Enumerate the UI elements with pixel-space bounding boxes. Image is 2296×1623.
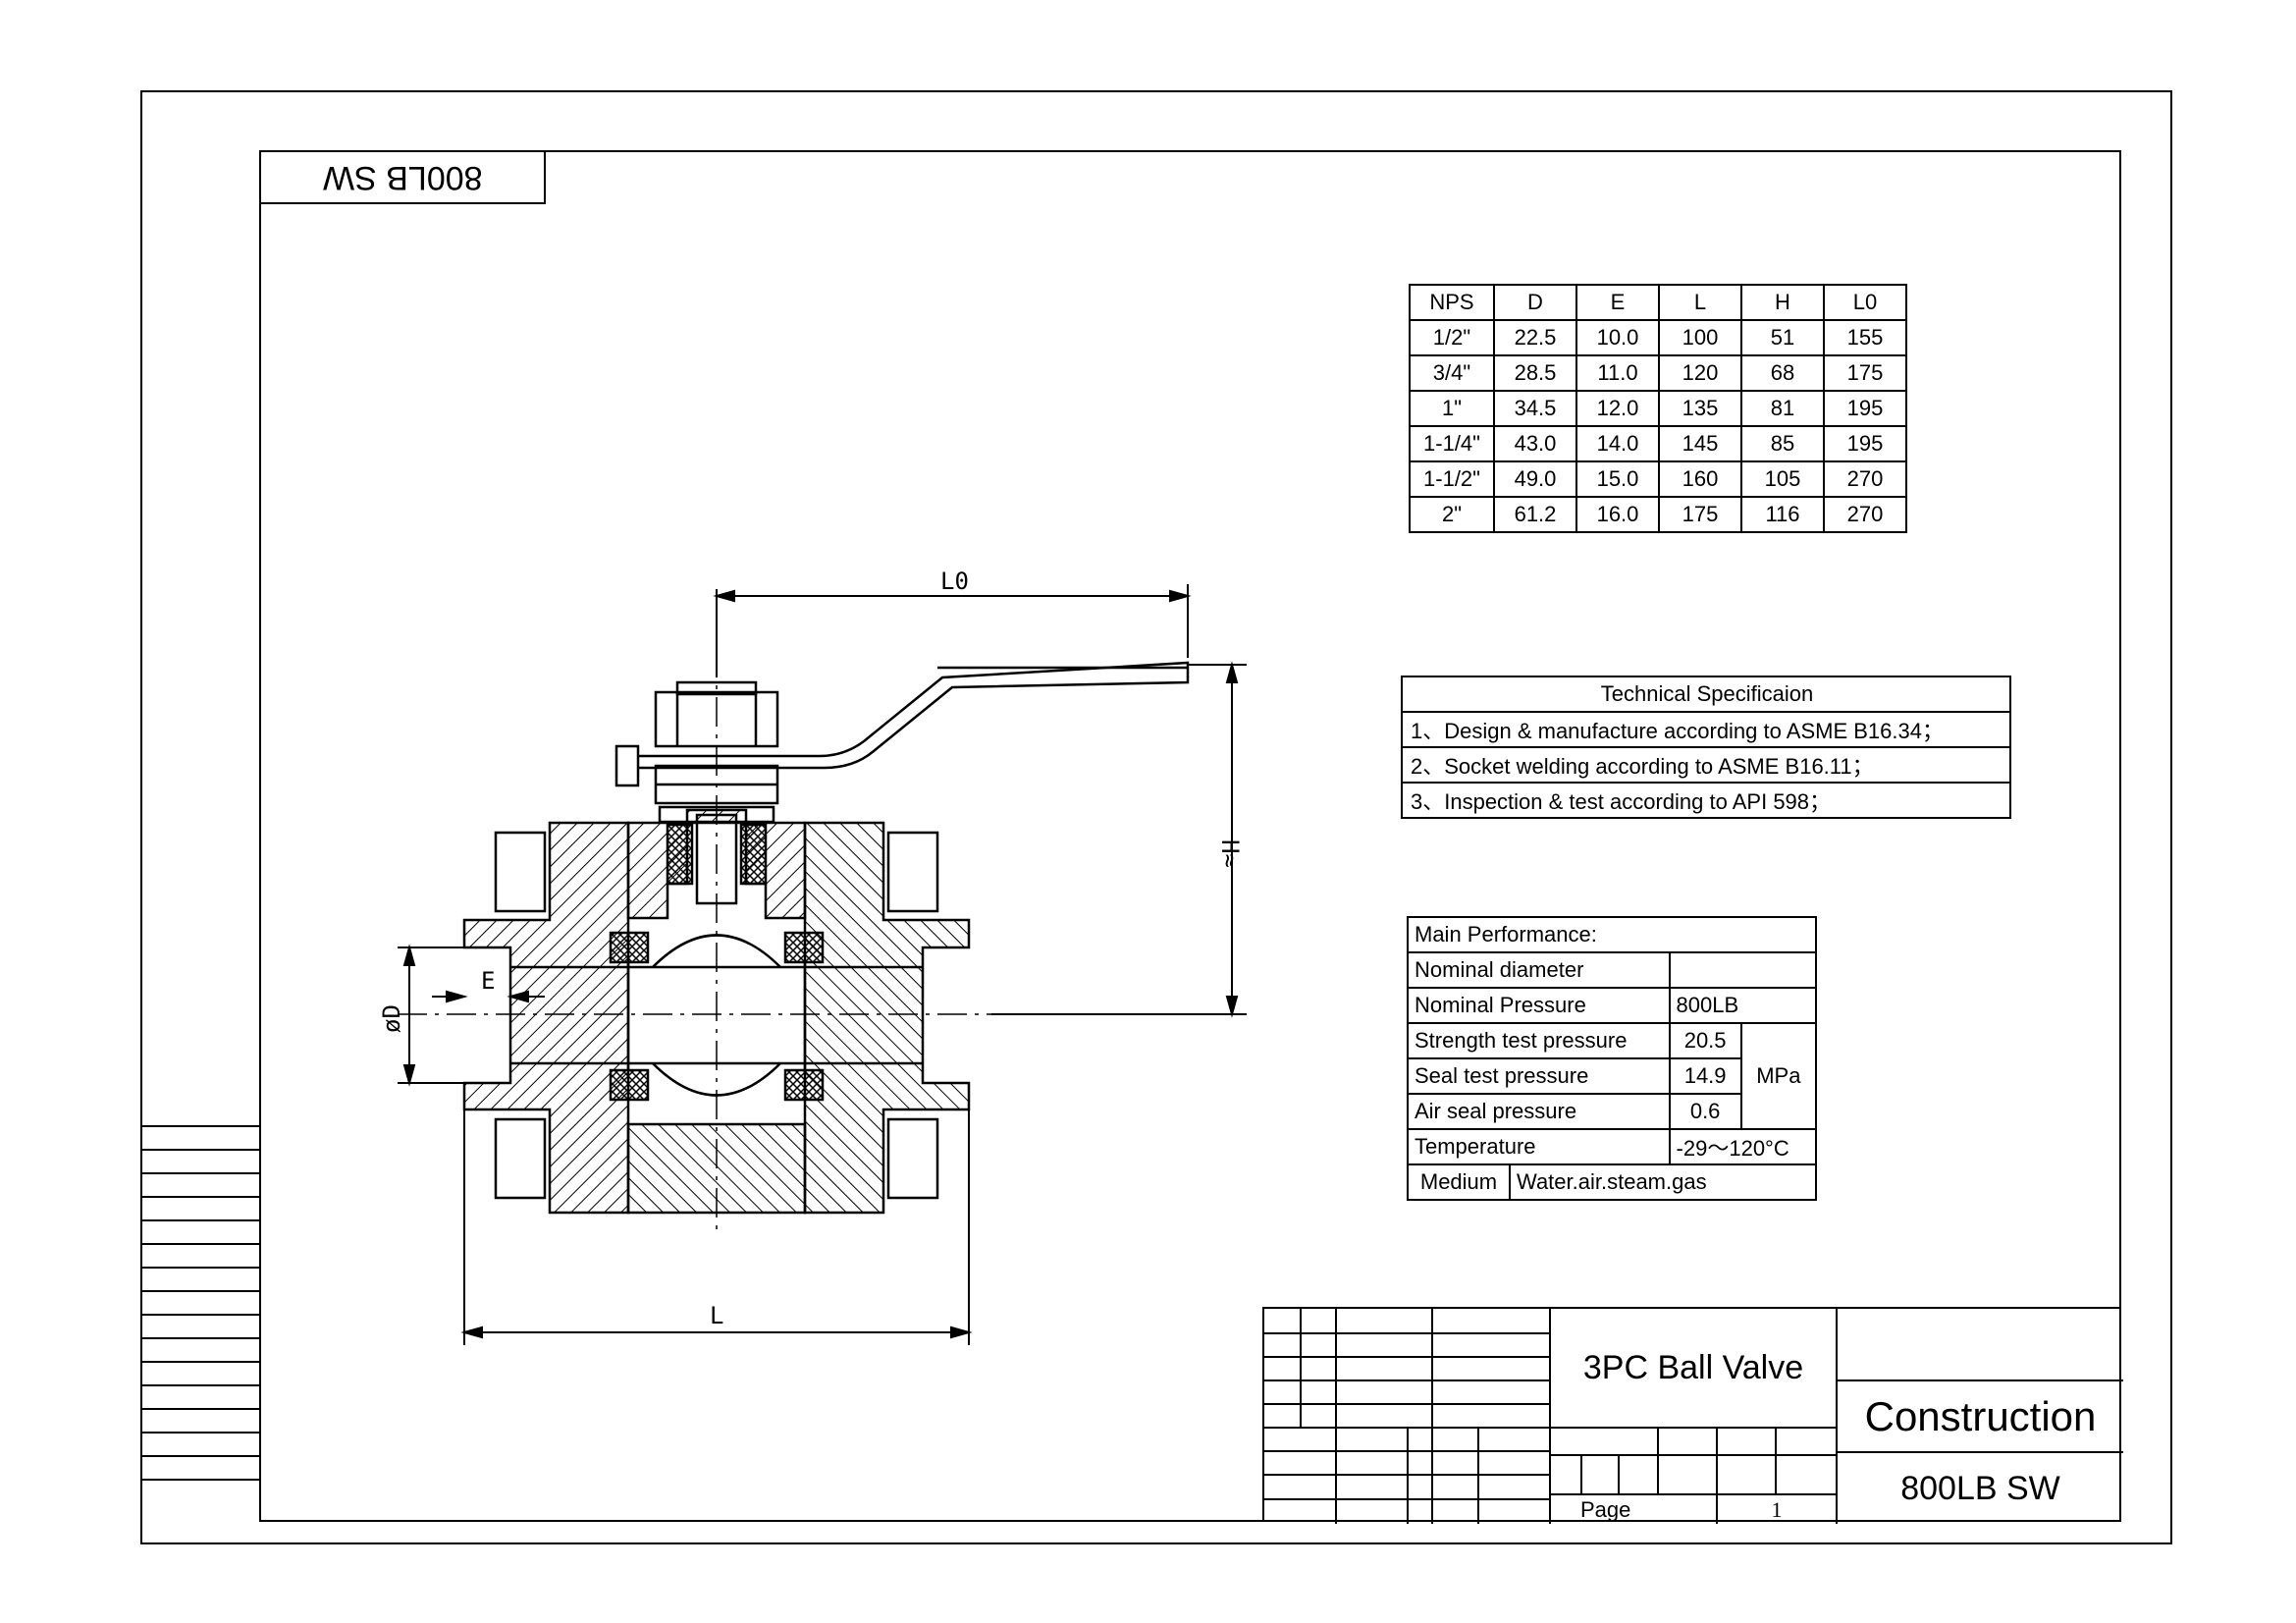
- inner-frame: [259, 150, 2121, 1522]
- page-number: 1: [1771, 1496, 1783, 1522]
- table-cell: 105: [1740, 460, 1825, 498]
- header-cell: H: [1740, 284, 1825, 321]
- dim-label-H: H≈: [1216, 839, 1244, 868]
- table-row: 1-1/4" 43.0 14.0 145 85 195: [1409, 425, 1907, 462]
- header-cell: L: [1658, 284, 1742, 321]
- air-seal-value: 0.6: [1668, 1093, 1742, 1130]
- table-cell: 81: [1740, 390, 1825, 427]
- table-cell: 1-1/4": [1409, 425, 1495, 462]
- table-cell: 85: [1740, 425, 1825, 462]
- table-cell: 10.0: [1575, 319, 1660, 356]
- table-cell: 34.5: [1493, 390, 1577, 427]
- medium-label: Medium: [1409, 1165, 1511, 1199]
- table-cell: 22.5: [1493, 319, 1577, 356]
- nominal-diameter-label: Nominal diameter: [1407, 951, 1671, 989]
- table-cell: 155: [1823, 319, 1907, 356]
- temperature-label: Temperature: [1407, 1128, 1671, 1165]
- table-cell: 195: [1823, 390, 1907, 427]
- side-strips: [140, 1125, 259, 1522]
- temperature-value: -29～120°C: [1668, 1128, 1818, 1165]
- table-cell: 195: [1823, 425, 1907, 462]
- table-row: 1-1/2" 49.0 15.0 160 105 270: [1409, 460, 1907, 498]
- strength-test-label: Strength test pressure: [1407, 1022, 1671, 1059]
- table-cell: 43.0: [1493, 425, 1577, 462]
- table-cell: 1-1/2": [1409, 460, 1495, 498]
- spec-item: 3、Inspection & test according to API 598…: [1401, 782, 2011, 819]
- table-cell: 175: [1823, 354, 1907, 392]
- dimension-lines: [398, 584, 1247, 1345]
- table-row: 2" 61.2 16.0 175 116 270: [1409, 496, 1907, 533]
- dim-label-E: E: [481, 967, 495, 995]
- dim-label-D: øD: [378, 1004, 405, 1033]
- table-cell: 270: [1823, 496, 1907, 533]
- table-cell: 145: [1658, 425, 1742, 462]
- main-performance-table: Main Performance: Nominal diameter Nomin…: [1407, 916, 1818, 1201]
- table-cell: 135: [1658, 390, 1742, 427]
- table-cell: 1": [1409, 390, 1495, 427]
- nominal-pressure-value: 800LB: [1668, 987, 1818, 1024]
- table-cell: 160: [1658, 460, 1742, 498]
- table-row: 3/4" 28.5 11.0 120 68 175: [1409, 354, 1907, 392]
- table-row: 1" 34.5 12.0 135 81 195: [1409, 390, 1907, 427]
- dim-label-L: L: [710, 1302, 723, 1329]
- outer-frame: [140, 90, 2172, 1544]
- header-cell: D: [1493, 284, 1577, 321]
- model-number: 800LB SW: [1900, 1469, 2060, 1507]
- table-cell: 12.0: [1575, 390, 1660, 427]
- table-cell: 270: [1823, 460, 1907, 498]
- nominal-diameter-value: [1668, 951, 1818, 989]
- table-cell: 175: [1658, 496, 1742, 533]
- table-cell: 61.2: [1493, 496, 1577, 533]
- table-cell: 16.0: [1575, 496, 1660, 533]
- header-cell: L0: [1823, 284, 1907, 321]
- drawing-type: Construction: [1864, 1392, 2097, 1439]
- nominal-pressure-label: Nominal Pressure: [1407, 987, 1671, 1024]
- header-cell: NPS: [1409, 284, 1495, 321]
- table-cell: 1/2": [1409, 319, 1495, 356]
- table-cell: 116: [1740, 496, 1825, 533]
- corner-label: 800LB SW: [259, 150, 546, 204]
- table-cell: 3/4": [1409, 354, 1495, 392]
- dimension-table: NPS D E L H L0 1/2" 22.5 10.0 100 51 155…: [1409, 284, 1907, 533]
- technical-spec-table: Technical Specificaion 1、Design & manufa…: [1401, 676, 2011, 819]
- medium-row: Medium Water.air.steam.gas: [1407, 1163, 1817, 1201]
- seal-test-label: Seal test pressure: [1407, 1057, 1671, 1095]
- performance-title: Main Performance:: [1407, 916, 1817, 953]
- strength-test-value: 20.5: [1668, 1022, 1742, 1059]
- table-cell: 49.0: [1493, 460, 1577, 498]
- dim-label-L0: L0: [940, 568, 969, 595]
- medium-value: Water.air.steam.gas: [1517, 1169, 1707, 1194]
- table-cell: 11.0: [1575, 354, 1660, 392]
- spec-item: 2、Socket welding according to ASME B16.1…: [1401, 746, 2011, 784]
- table-cell: 120: [1658, 354, 1742, 392]
- table-cell: 15.0: [1575, 460, 1660, 498]
- seal-test-value: 14.9: [1668, 1057, 1742, 1095]
- table-cell: 100: [1658, 319, 1742, 356]
- table-cell: 14.0: [1575, 425, 1660, 462]
- title-block: 3PC Ball Valve Construction 800LB SW Pag…: [1262, 1307, 2123, 1524]
- center-lines: [398, 648, 991, 1237]
- table-row: 1/2" 22.5 10.0 100 51 155: [1409, 319, 1907, 356]
- table-header-row: NPS D E L H L0: [1409, 284, 1907, 321]
- table-cell: 28.5: [1493, 354, 1577, 392]
- header-cell: E: [1575, 284, 1660, 321]
- table-cell: 68: [1740, 354, 1825, 392]
- pressure-unit: MPa: [1739, 1022, 1818, 1130]
- table-cell: 2": [1409, 496, 1495, 533]
- table-cell: 51: [1740, 319, 1825, 356]
- product-name: 3PC Ball Valve: [1582, 1348, 1804, 1386]
- air-seal-label: Air seal pressure: [1407, 1093, 1671, 1130]
- spec-item: 1、Design & manufacture according to ASME…: [1401, 711, 2011, 748]
- spec-title: Technical Specificaion: [1401, 676, 2011, 713]
- page-label: Page: [1580, 1496, 1631, 1522]
- valve-body-section: [462, 661, 1190, 1215]
